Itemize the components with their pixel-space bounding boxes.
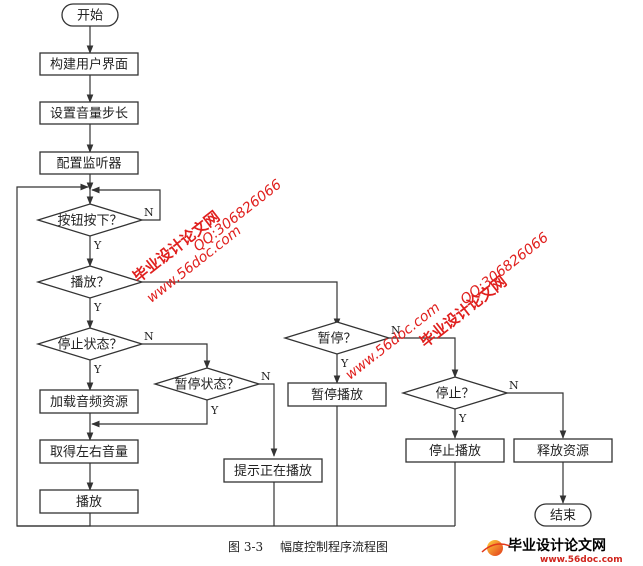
label-no: N (391, 324, 401, 337)
pause-q-label: 暂停？ (317, 331, 356, 347)
logo-url: www.56doc.com (540, 555, 623, 565)
pause-decision: 暂停？ (282, 321, 392, 355)
stop-state-decision: 停止状态？ (35, 327, 145, 361)
label-yes: Y (93, 363, 102, 376)
hint-playing-box: 提示正在播放 (223, 458, 323, 483)
build-ui-label: 构建用户界面 (50, 57, 128, 73)
edge-pause-state-no (259, 383, 278, 457)
hint-playing-label: 提示正在播放 (234, 463, 312, 479)
config-listener-label: 配置监听器 (56, 157, 121, 172)
site-logo: 毕业设计论文网 www.56doc.com (481, 537, 623, 565)
label-no: N (144, 330, 154, 343)
label-no: N (144, 206, 154, 219)
release-res-label: 释放资源 (537, 444, 589, 459)
load-audio-label: 加载音频资源 (50, 394, 128, 410)
get-lr-volume-label: 取得左右音量 (50, 444, 128, 460)
label-yes: Y (210, 404, 219, 417)
pause-play-box: 暂停播放 (287, 382, 387, 407)
get-lr-volume-box: 取得左右音量 (39, 439, 139, 464)
play-label: 播放 (76, 495, 102, 510)
edge-button-no-loop (91, 186, 161, 221)
logo-ball-icon (487, 540, 503, 556)
end-terminal: 结束 (534, 503, 592, 527)
play-box: 播放 (39, 489, 139, 514)
pause-state-label: 暂停状态？ (174, 377, 239, 393)
pause-state-decision: 暂停状态？ (152, 367, 262, 401)
stop-state-label: 停止状态？ (57, 337, 122, 353)
label-yes: Y (93, 301, 102, 314)
stop-play-box: 停止播放 (405, 438, 505, 463)
figure-caption: 图 3-3 幅度控制程序流程图 (228, 539, 388, 554)
label-yes: Y (458, 412, 467, 425)
stop-play-label: 停止播放 (429, 443, 481, 459)
edge-pause-q-no (389, 337, 459, 378)
button-pressed-label: 按钮按下？ (57, 214, 122, 229)
watermark-qq: QQ:306826066 (458, 230, 552, 308)
edge-stop-state-no (142, 343, 211, 369)
flow-edges (16, 26, 567, 527)
figure-title: 幅度控制程序流程图 (280, 539, 388, 554)
play-q-label: 播放？ (70, 276, 109, 291)
label-yes: Y (93, 239, 102, 252)
stop-q-label: 停止？ (435, 386, 474, 402)
flow-nodes: 开始 构建用户界面 设置音量步长 配置监听器 按钮按下？ 播放？ 停止状态？ (35, 3, 613, 527)
label-no: N (261, 370, 271, 383)
build-ui-box: 构建用户界面 (39, 52, 139, 76)
figure-number: 图 3-3 (228, 540, 263, 554)
edge-stop-q-no (507, 392, 567, 439)
watermark-right-qq: QQ:306826066 (458, 230, 552, 308)
start-terminal: 开始 (61, 3, 119, 27)
branch-labels: N Y Y N Y N Y N Y N Y (93, 206, 519, 425)
load-audio-box: 加载音频资源 (39, 389, 139, 414)
logo-swoosh-icon (481, 543, 511, 553)
set-volume-step-label: 设置音量步长 (50, 106, 128, 122)
play-decision: 播放？ (35, 265, 145, 299)
logo-title: 毕业设计论文网 (508, 537, 606, 554)
start-label: 开始 (77, 9, 103, 24)
button-pressed-decision: 按钮按下？ (35, 203, 145, 237)
label-yes: Y (340, 357, 349, 370)
stop-decision: 停止？ (400, 376, 510, 410)
set-volume-step-box: 设置音量步长 (39, 101, 139, 125)
pause-play-label: 暂停播放 (311, 387, 363, 403)
config-listener-box: 配置监听器 (39, 151, 139, 175)
edge-play-no (142, 281, 341, 327)
end-label: 结束 (550, 509, 576, 524)
edge-pause-state-yes (91, 400, 208, 428)
release-res-box: 释放资源 (513, 438, 613, 463)
label-no: N (509, 379, 519, 392)
